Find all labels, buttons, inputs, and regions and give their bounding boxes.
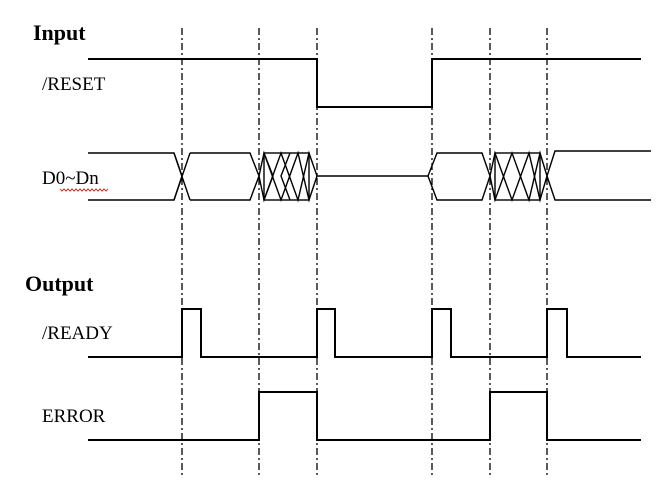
bus-segment-4	[546, 150, 651, 177]
bus-segment-2	[190, 152, 260, 201]
bus-crossing-1b	[173, 152, 191, 201]
reset-waveform	[88, 58, 641, 108]
data-bus-signal-label: D0~Dn	[42, 168, 99, 189]
bus-unstable-1-x3	[263, 152, 274, 201]
bus-unstable-1-x2	[258, 150, 318, 203]
output-heading: Output	[25, 271, 94, 296]
bus-unstable-1-x4	[280, 152, 291, 201]
bus-segment-3	[427, 152, 491, 201]
bus-unstable-2-x2	[489, 150, 548, 203]
timing-guides	[181, 28, 548, 476]
spellcheck-underline	[59, 188, 109, 192]
error-waveform	[88, 391, 641, 441]
ready-waveform	[88, 308, 641, 358]
ready-signal-label: /READY	[42, 323, 113, 344]
bus-unstable-region-1	[263, 152, 310, 201]
input-heading: Input	[33, 20, 86, 45]
bus-segment-4b	[546, 175, 651, 201]
bus-segment-1	[88, 152, 183, 201]
reset-signal-label: /RESET	[42, 74, 106, 95]
error-signal-label: ERROR	[42, 406, 106, 427]
bus-unstable-region-2	[494, 152, 541, 201]
data-bus-waveform	[88, 150, 651, 203]
